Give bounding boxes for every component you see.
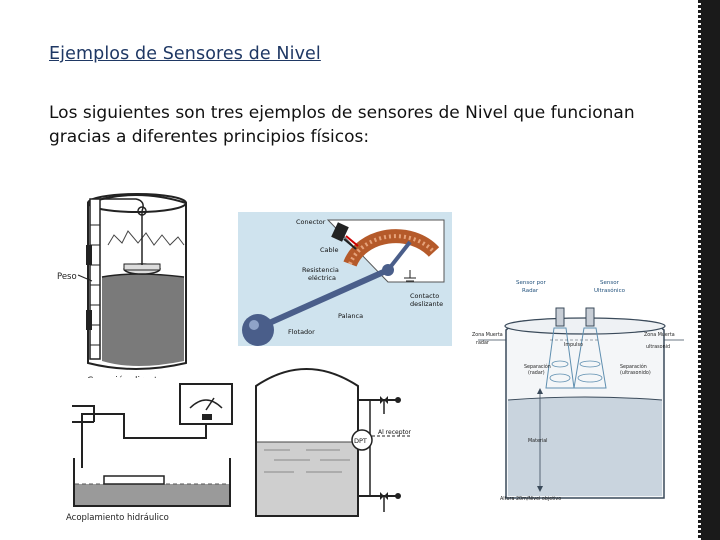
palanca-label: Palanca	[338, 312, 363, 320]
body-line-2: gracias a diferentes principios físicos:	[49, 127, 370, 147]
float-sensor-figure: Conector Cable Resistencia eléctrica Con…	[238, 212, 452, 346]
sensor-radar-label-1: Sensor por	[516, 280, 546, 286]
impulso-label: Impulso	[564, 342, 583, 348]
separacion-ultra-label-2: (ultrasonido)	[620, 370, 651, 376]
cable-label: Cable	[320, 246, 338, 254]
material-label: Material	[528, 438, 548, 444]
sensor-ultra-label-1: Sensor	[600, 280, 620, 286]
zona-muerta-left-1: Zona Muerta	[472, 332, 503, 338]
slide-title: Ejemplos de Sensores de Nivel	[49, 44, 321, 64]
zona-muerta-right-2: ultrasonid	[646, 344, 670, 350]
slide-border-edge	[698, 0, 701, 540]
radar-ultrasonic-figure: Sensor por Radar Sensor Ultrasónico Zona…	[470, 278, 692, 506]
sensor-ultra-label-2: Ultrasónico	[594, 287, 626, 294]
slide-right-border	[698, 0, 720, 540]
flotador-label: Flotador	[288, 328, 315, 336]
dpt-tank-figure: DPT Al receptor	[250, 356, 446, 522]
altura-label: Altura 20m/Nivel objetivo	[500, 496, 561, 502]
separacion-radar-label-1: Separación	[524, 363, 551, 370]
body-line-1: Los siguientes son tres ejemplos de sens…	[49, 103, 635, 123]
resistencia-label-2: eléctrica	[308, 274, 336, 282]
hydraulic-coupling-figure: Acoplamiento hidráulico	[64, 378, 242, 524]
contacto-label-2: deslizante	[410, 300, 443, 308]
conector-label: Conector	[296, 218, 326, 226]
separacion-radar-label-2: (radar)	[528, 370, 545, 376]
contacto-label-1: Contacto	[410, 292, 439, 300]
resistencia-label-1: Resistencia	[302, 266, 339, 274]
separacion-ultra-label-1: Separación	[620, 363, 647, 370]
slide-body-text: Los siguientes son tres ejemplos de sens…	[49, 101, 689, 149]
receptor-label: Al receptor	[378, 429, 412, 436]
dpt-label: DPT	[354, 437, 367, 445]
sensor-radar-label-2: Radar	[522, 288, 539, 294]
zona-muerta-right-1: Zona Muerta	[644, 332, 675, 338]
zona-muerta-left-2: radar	[476, 340, 489, 346]
peso-label: Peso	[57, 272, 77, 282]
hydraulic-caption: Acoplamiento hidráulico	[66, 513, 169, 523]
direct-connection-figure: Peso Conexión directa	[50, 185, 200, 390]
